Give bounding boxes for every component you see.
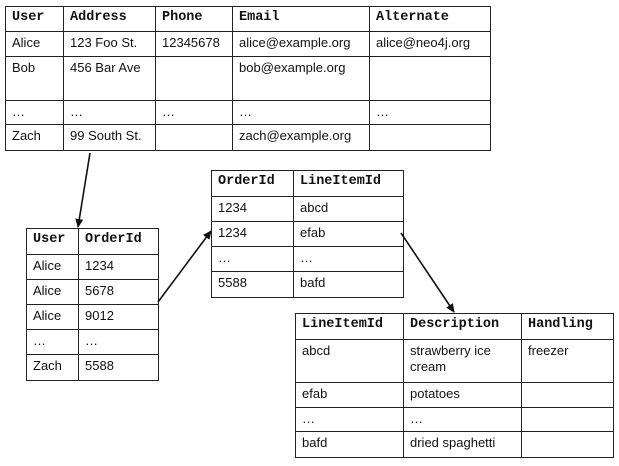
- table-row: abcd strawberry ice cream freezer: [295, 339, 614, 383]
- column-header: OrderId: [211, 170, 294, 197]
- table-cell: …: [155, 100, 233, 125]
- table-row: … …: [26, 329, 159, 355]
- user-orders-table: User OrderId Alice 1234 Alice 5678 Alice…: [26, 228, 159, 381]
- table-cell: [369, 56, 491, 101]
- table-cell: [521, 431, 614, 458]
- table-cell: [155, 124, 233, 151]
- column-header: User: [26, 228, 79, 255]
- table-cell: 5588: [211, 271, 294, 298]
- column-header: Description: [403, 313, 522, 340]
- table-cell: bafd: [295, 431, 404, 458]
- column-header: LineItemId: [293, 170, 404, 197]
- table-row: Zach 5588: [26, 354, 159, 381]
- table-row: Bob 456 Bar Ave bob@example.org: [5, 56, 491, 101]
- table-row: … …: [295, 407, 614, 432]
- table-cell: …: [5, 100, 64, 125]
- header-row: LineItemId Description Handling: [295, 313, 614, 340]
- column-header: Address: [63, 6, 156, 32]
- table-cell: zach@example.org: [232, 124, 370, 151]
- table-cell: 456 Bar Ave: [63, 56, 156, 101]
- table-cell: …: [232, 100, 370, 125]
- table-row: 1234 efab: [211, 221, 404, 247]
- table-cell: alice@neo4j.org: [369, 31, 491, 57]
- table-cell: efab: [295, 382, 404, 408]
- users-table: User Address Phone Email Alternate Alice…: [5, 6, 491, 151]
- table-cell: dried spaghetti: [403, 431, 522, 458]
- table-cell: 12345678: [155, 31, 233, 57]
- table-cell: …: [63, 100, 156, 125]
- table-cell: Zach: [26, 354, 79, 381]
- table-cell: …: [403, 407, 522, 432]
- table-cell: [521, 382, 614, 408]
- table-cell: 1234: [211, 196, 294, 222]
- header-row: OrderId LineItemId: [211, 170, 404, 197]
- table-cell: 1234: [78, 254, 159, 280]
- table-cell: alice@example.org: [232, 31, 370, 57]
- table-cell: …: [293, 246, 404, 272]
- table-row: bafd dried spaghetti: [295, 431, 614, 458]
- table-row: Alice 1234: [26, 254, 159, 280]
- table-cell: …: [295, 407, 404, 432]
- table-cell: Alice: [5, 31, 64, 57]
- table-cell: efab: [293, 221, 404, 247]
- table-cell: Alice: [26, 279, 79, 305]
- table-row: 5588 bafd: [211, 271, 404, 298]
- table-cell: 5588: [78, 354, 159, 381]
- table-cell: Alice: [26, 304, 79, 330]
- table-cell: 99 South St.: [63, 124, 156, 151]
- header-row: User OrderId: [26, 228, 159, 255]
- column-header: User: [5, 6, 64, 32]
- table-row: Alice 9012: [26, 304, 159, 330]
- arrow-users-to-user-orders: [75, 152, 91, 228]
- column-header: Email: [232, 6, 370, 32]
- table-row: efab potatoes: [295, 382, 614, 408]
- table-row: Zach 99 South St. zach@example.org: [5, 124, 491, 151]
- table-cell: 1234: [211, 221, 294, 247]
- table-cell: …: [78, 329, 159, 355]
- table-cell: …: [211, 246, 294, 272]
- table-row: … … … … …: [5, 100, 491, 125]
- table-cell: Zach: [5, 124, 64, 151]
- table-cell: …: [369, 100, 491, 125]
- column-header: OrderId: [78, 228, 159, 255]
- table-cell: [369, 124, 491, 151]
- table-cell: Alice: [26, 254, 79, 280]
- lineitems-table: LineItemId Description Handling abcd str…: [295, 313, 614, 458]
- table-cell: bob@example.org: [232, 56, 370, 101]
- table-row: … …: [211, 246, 404, 272]
- table-cell: 9012: [78, 304, 159, 330]
- table-row: 1234 abcd: [211, 196, 404, 222]
- table-cell: Bob: [5, 56, 64, 101]
- arrow-order-lineitems-to-lineitems: [400, 232, 455, 313]
- column-header: Alternate: [369, 6, 491, 32]
- header-row: User Address Phone Email Alternate: [5, 6, 491, 32]
- table-cell: strawberry ice cream: [403, 339, 522, 383]
- table-cell: [155, 56, 233, 101]
- table-row: Alice 123 Foo St. 12345678 alice@example…: [5, 31, 491, 57]
- column-header: Phone: [155, 6, 233, 32]
- arrow-user-orders-to-order-lineitems: [157, 230, 212, 303]
- table-cell: …: [26, 329, 79, 355]
- table-cell: potatoes: [403, 382, 522, 408]
- table-cell: 123 Foo St.: [63, 31, 156, 57]
- table-cell: 5678: [78, 279, 159, 305]
- table-row: Alice 5678: [26, 279, 159, 305]
- table-cell: freezer: [521, 339, 614, 383]
- table-cell: bafd: [293, 271, 404, 298]
- table-cell: [521, 407, 614, 432]
- column-header: Handling: [521, 313, 614, 340]
- table-cell: abcd: [293, 196, 404, 222]
- column-header: LineItemId: [295, 313, 404, 340]
- order-lineitems-table: OrderId LineItemId 1234 abcd 1234 efab ……: [211, 170, 404, 298]
- table-cell: abcd: [295, 339, 404, 383]
